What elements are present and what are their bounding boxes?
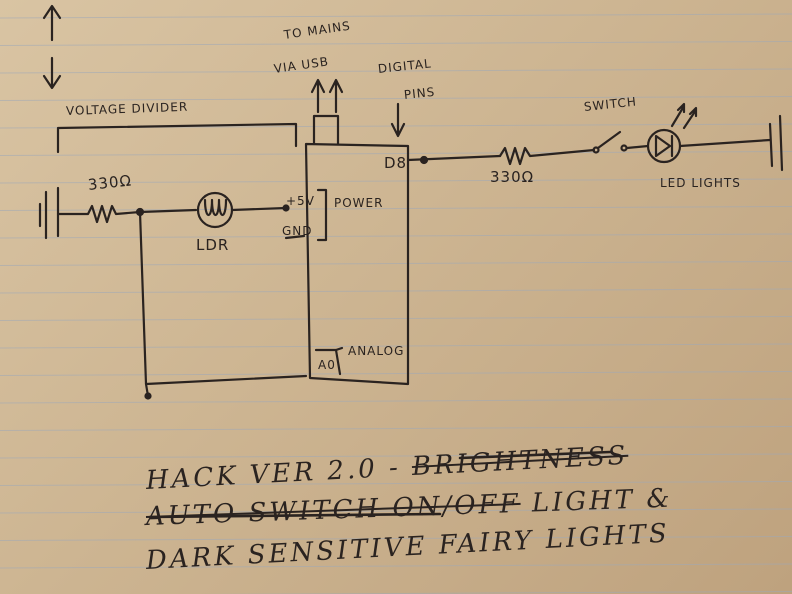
ruled-line (0, 536, 792, 541)
ruled-line (0, 288, 792, 294)
ruled-line (0, 508, 792, 514)
resistor-1-symbol (56, 204, 142, 224)
ruled-line (0, 13, 792, 19)
led-symbol (646, 128, 682, 164)
double-arrow-icon (42, 4, 62, 90)
arrow-icon (670, 102, 686, 128)
ruled-line (0, 233, 792, 239)
arrow-down-icon (390, 102, 406, 138)
resistor-2-label: 330Ω (490, 168, 535, 186)
power-label: POWER (334, 196, 384, 210)
ruled-line (0, 68, 792, 74)
ruled-line (0, 261, 792, 266)
battery-symbol (768, 114, 784, 172)
a0-label: A0 (318, 358, 336, 372)
ldr-symbol (196, 191, 234, 229)
ruled-line (0, 563, 792, 569)
arrow-up-icon (310, 78, 326, 114)
usb-port (312, 114, 340, 146)
led-lights-label: LED LIGHTS (660, 176, 741, 190)
arrow-up-icon (328, 78, 344, 114)
ruled-line (0, 343, 792, 349)
arrow-icon (682, 106, 698, 130)
ruled-line (0, 453, 792, 459)
ruled-line (0, 426, 792, 431)
ruled-line (0, 371, 792, 376)
plus-5v-label: +5V (286, 194, 315, 208)
ruled-line (0, 316, 792, 321)
d8-label: D8 (384, 154, 408, 172)
ruled-line (0, 178, 792, 184)
voltage-divider-bracket (56, 122, 298, 154)
ruled-line (0, 206, 792, 211)
ldr-label: LDR (196, 236, 230, 254)
resistor-2-symbol (498, 146, 596, 166)
ruled-line (0, 481, 792, 486)
switch-lever (596, 130, 622, 150)
junction-dot (282, 204, 290, 212)
ruled-line (0, 96, 792, 101)
ruled-line (0, 398, 792, 404)
switch-contact (592, 146, 600, 154)
note-line2-suffix: LIGHT & (531, 483, 674, 519)
battery-symbol (38, 186, 60, 240)
switch-contact (620, 144, 628, 152)
analog-label: ANALOG (348, 344, 405, 358)
ruled-line (0, 41, 792, 46)
arduino-board (304, 142, 410, 386)
gnd-label: GND (282, 224, 313, 238)
